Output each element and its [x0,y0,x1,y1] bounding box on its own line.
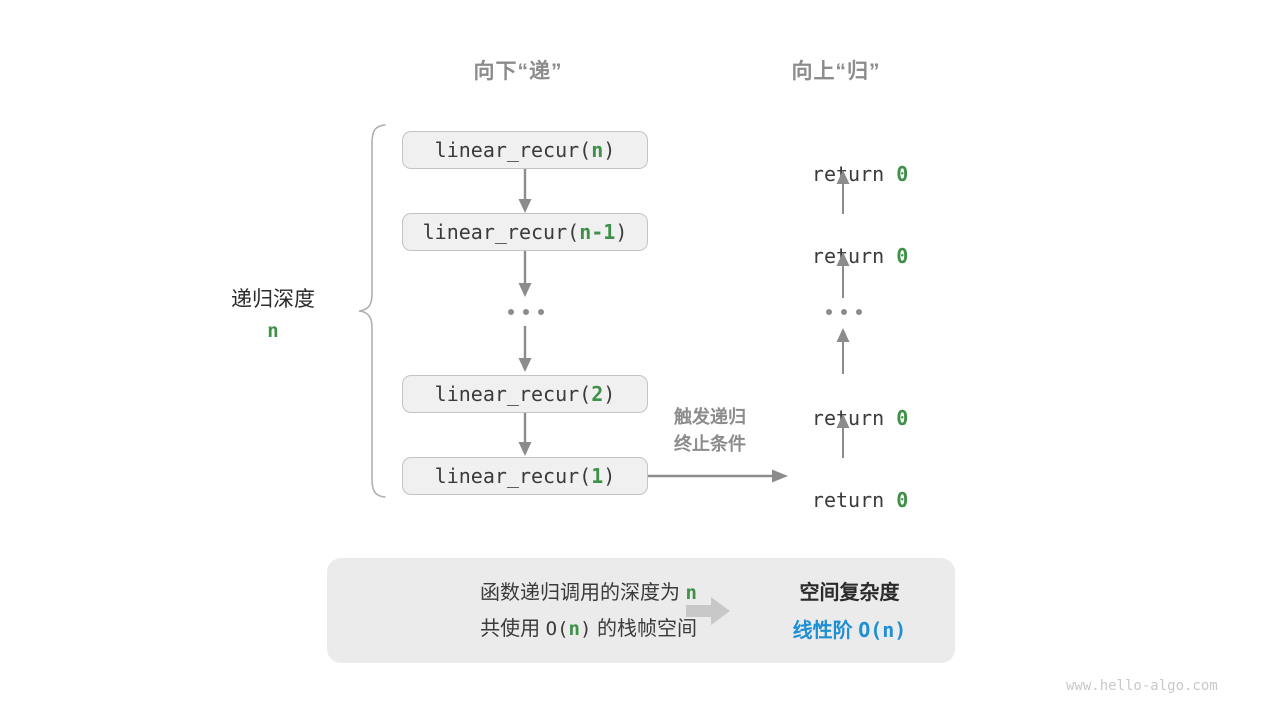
call-box-arg: n [591,138,604,162]
summary-line1-variable: n [685,582,697,604]
summary-line2-suffix: 的栈帧空间 [597,618,697,640]
summary-line2-bigo-close: ) [579,618,592,640]
call-stack-ellipsis [508,309,544,315]
call-box: linear_recur(2) [402,375,648,413]
call-box-suffix: ) [615,220,628,244]
trigger-condition-line2: 终止条件 [674,434,746,454]
summary-result-value-text: 线性阶 [792,620,853,642]
ellipsis-dot [523,309,529,315]
summary-description: 函数递归调用的深度为 n 共使用 O(n) 的栈帧空间 [367,575,697,647]
summary-description-line2: 共使用 O(n) 的栈帧空间 [367,611,697,647]
call-box-arg: 2 [591,382,604,406]
depth-label: 递归深度 [193,283,353,313]
down-arrow [515,251,535,299]
base-case-arrow [648,467,790,485]
ellipsis-dot [856,309,862,315]
down-arrow [515,413,535,458]
summary-line2-variable: n [568,618,580,640]
ellipsis-dot [538,309,544,315]
call-box-prefix: linear_recur( [434,382,592,406]
summary-line1-text: 函数递归调用的深度为 [479,582,680,604]
ellipsis-dot [826,309,832,315]
return-label: return 0 [743,464,929,536]
depth-label-variable-text: n [267,320,279,342]
call-box-prefix: linear_recur( [422,220,580,244]
summary-line2-text: 共使用 [480,618,541,640]
call-box-suffix: ) [603,382,616,406]
ellipsis-dot [508,309,514,315]
return-ellipsis [826,309,862,315]
trigger-condition-note: 触发递归 终止条件 [645,404,775,458]
trigger-condition-line1: 触发递归 [674,407,746,427]
return-value: 0 [896,406,909,430]
call-box: linear_recur(1) [402,457,648,495]
right-block-arrow-icon [684,596,732,626]
column-header-down-label: 向下“递” [473,60,563,83]
up-arrow [833,412,853,458]
summary-result-title: 空间复杂度 [752,576,947,605]
summary-result-title-text: 空间复杂度 [799,582,900,604]
summary-result-value-bigo: O(n) [858,618,907,642]
depth-brace [355,122,391,500]
down-arrow [515,169,535,215]
summary-description-line1: 函数递归调用的深度为 n [367,575,697,611]
summary-line2-bigo-open: O( [545,618,569,640]
down-arrow [515,326,535,374]
watermark-text: www.hello-algo.com [1066,678,1218,694]
return-value: 0 [896,488,909,512]
call-box: linear_recur(n-1) [402,213,648,251]
call-box-prefix: linear_recur( [434,464,592,488]
return-keyword: return [811,488,885,512]
watermark: www.hello-algo.com [1066,678,1218,694]
column-header-down: 向下“递” [418,55,618,85]
up-arrow [833,326,853,374]
depth-label-text: 递归深度 [231,288,315,311]
call-box: linear_recur(n) [402,131,648,169]
up-arrow [833,250,853,298]
depth-label-variable: n [193,320,353,342]
call-box-arg: 1 [591,464,604,488]
summary-panel: 函数递归调用的深度为 n 共使用 O(n) 的栈帧空间 空间复杂度 线性阶 O(… [327,558,955,663]
call-box-suffix: ) [603,138,616,162]
call-box-prefix: linear_recur( [434,138,592,162]
column-header-up: 向上“归” [736,55,936,85]
return-value: 0 [896,162,909,186]
column-header-up-label: 向上“归” [791,60,881,83]
summary-result-value: 线性阶 O(n) [752,614,947,643]
return-value: 0 [896,244,909,268]
ellipsis-dot [841,309,847,315]
call-box-arg: n-1 [579,220,616,244]
call-box-suffix: ) [603,464,616,488]
up-arrow [833,168,853,214]
